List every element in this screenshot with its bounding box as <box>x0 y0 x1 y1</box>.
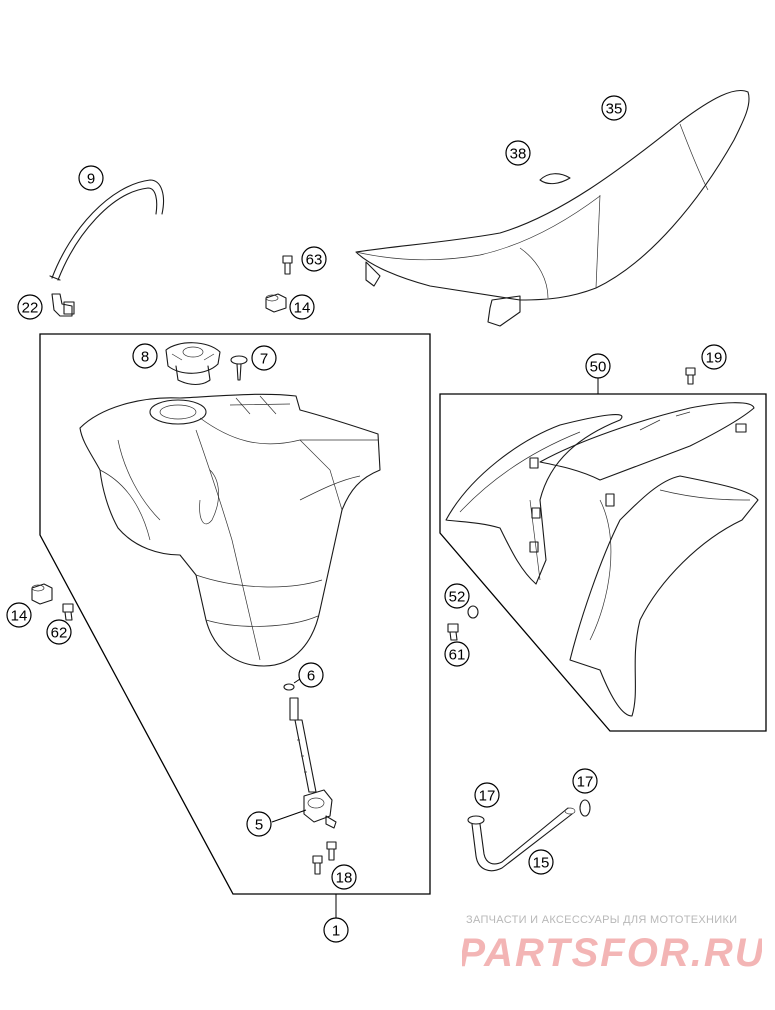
callout-circle <box>17 294 43 320</box>
callout-circle <box>301 246 327 272</box>
callout-circle <box>444 641 470 667</box>
watermark-caption: ЗАПЧАСТИ И АКСЕССУАРЫ ДЛЯ МОТОТЕХНИКИ <box>466 914 738 926</box>
callout-c50: 50 <box>585 353 611 379</box>
screw-61-part <box>447 623 459 641</box>
callout-label: 52 <box>449 589 466 606</box>
fuel-tank-part <box>79 393 381 667</box>
callout-circle <box>6 602 32 628</box>
fuel-hose-part <box>471 807 576 872</box>
callout-circle <box>46 619 72 645</box>
callout-label: 38 <box>510 146 527 163</box>
callout-label: 17 <box>479 788 496 805</box>
callout-c7: 7 <box>251 345 277 371</box>
o-ring-part <box>283 683 295 691</box>
fuel-cap-part <box>165 342 221 386</box>
callout-c14b: 14 <box>6 602 32 628</box>
spoiler-group-frame <box>439 393 767 732</box>
callout-c8: 8 <box>132 343 158 369</box>
callout-c61: 61 <box>444 641 470 667</box>
hose-clamp-right-part <box>579 799 591 817</box>
callout-c17a: 17 <box>474 782 500 808</box>
callout-label: 15 <box>533 855 550 872</box>
callout-circle <box>701 344 727 370</box>
callout-label: 18 <box>336 870 353 887</box>
callout-circle <box>528 849 554 875</box>
callout-circle <box>585 353 611 379</box>
callout-circle <box>601 95 627 121</box>
callout-c18: 18 <box>331 864 357 890</box>
tank-group-frame <box>39 333 431 895</box>
callout-circle <box>132 343 158 369</box>
elbow-fitting-part <box>51 293 75 317</box>
callout-label: 61 <box>449 647 466 664</box>
callout-label: 8 <box>141 349 149 366</box>
breather-hose-part <box>49 179 165 281</box>
callout-c22: 22 <box>17 294 43 320</box>
callout-circle <box>572 768 598 794</box>
callout-c62: 62 <box>46 619 72 645</box>
callout-circle <box>78 165 104 191</box>
callout-circle <box>323 917 349 943</box>
callout-label: 9 <box>87 171 95 188</box>
callout-c14a: 14 <box>289 294 315 320</box>
screws-18-part <box>312 841 337 875</box>
bushing-14-left-part <box>31 583 53 605</box>
callout-circle <box>289 294 315 320</box>
seat-part <box>355 90 750 327</box>
callout-circle <box>298 662 324 688</box>
callout-label: 14 <box>294 300 311 317</box>
callout-c17b: 17 <box>572 768 598 794</box>
callout-label: 7 <box>260 351 268 368</box>
callout-label: 62 <box>51 625 68 642</box>
callout-c15: 15 <box>528 849 554 875</box>
callout-circle <box>444 583 470 609</box>
radiator-spoiler-right-part <box>539 402 759 717</box>
watermark-logo-text: PARTSFOR.RU <box>462 931 762 975</box>
callouts: 35 38 9 63 22 14 8 7 50 19 14 62 52 61 6 17 17 5 15 18 1 <box>6 95 727 943</box>
callout-c52: 52 <box>444 583 470 609</box>
callout-label: 19 <box>706 350 723 367</box>
callout-circle <box>251 345 277 371</box>
screw-19-part <box>685 367 696 385</box>
callout-c19: 19 <box>701 344 727 370</box>
callout-c9: 9 <box>78 165 104 191</box>
o-ring-leader <box>293 678 301 684</box>
callout-label: 63 <box>306 252 323 269</box>
fuel-tap-leader <box>271 809 307 823</box>
callout-circle <box>246 811 272 837</box>
vent-valve-part <box>230 355 248 381</box>
callout-label: 17 <box>577 774 594 791</box>
screw-63-part <box>282 255 293 275</box>
callout-c5: 5 <box>246 811 272 837</box>
callout-c35: 35 <box>601 95 627 121</box>
callout-circle <box>474 782 500 808</box>
radiator-spoiler-left-part <box>445 414 623 585</box>
callout-label: 50 <box>590 359 607 376</box>
hose-clamp-left-part <box>467 815 485 825</box>
watermark-logo: PARTSFOR.RU <box>462 931 762 975</box>
callout-label: 5 <box>255 817 263 834</box>
callout-c63: 63 <box>301 246 327 272</box>
callout-circle <box>331 864 357 890</box>
callout-c1: 1 <box>323 917 349 943</box>
bushing-14-top-part <box>265 293 287 313</box>
callout-label: 14 <box>11 608 28 625</box>
fuel-tap-part <box>289 697 337 829</box>
callout-c38: 38 <box>505 140 531 166</box>
callout-c6: 6 <box>298 662 324 688</box>
callout-label: 35 <box>606 101 623 118</box>
washer-52-part <box>467 605 479 619</box>
callout-circle <box>505 140 531 166</box>
callout-label: 1 <box>332 923 340 940</box>
screw-62-part <box>62 603 74 621</box>
callout-label: 6 <box>307 668 315 685</box>
callout-label: 22 <box>22 300 39 317</box>
